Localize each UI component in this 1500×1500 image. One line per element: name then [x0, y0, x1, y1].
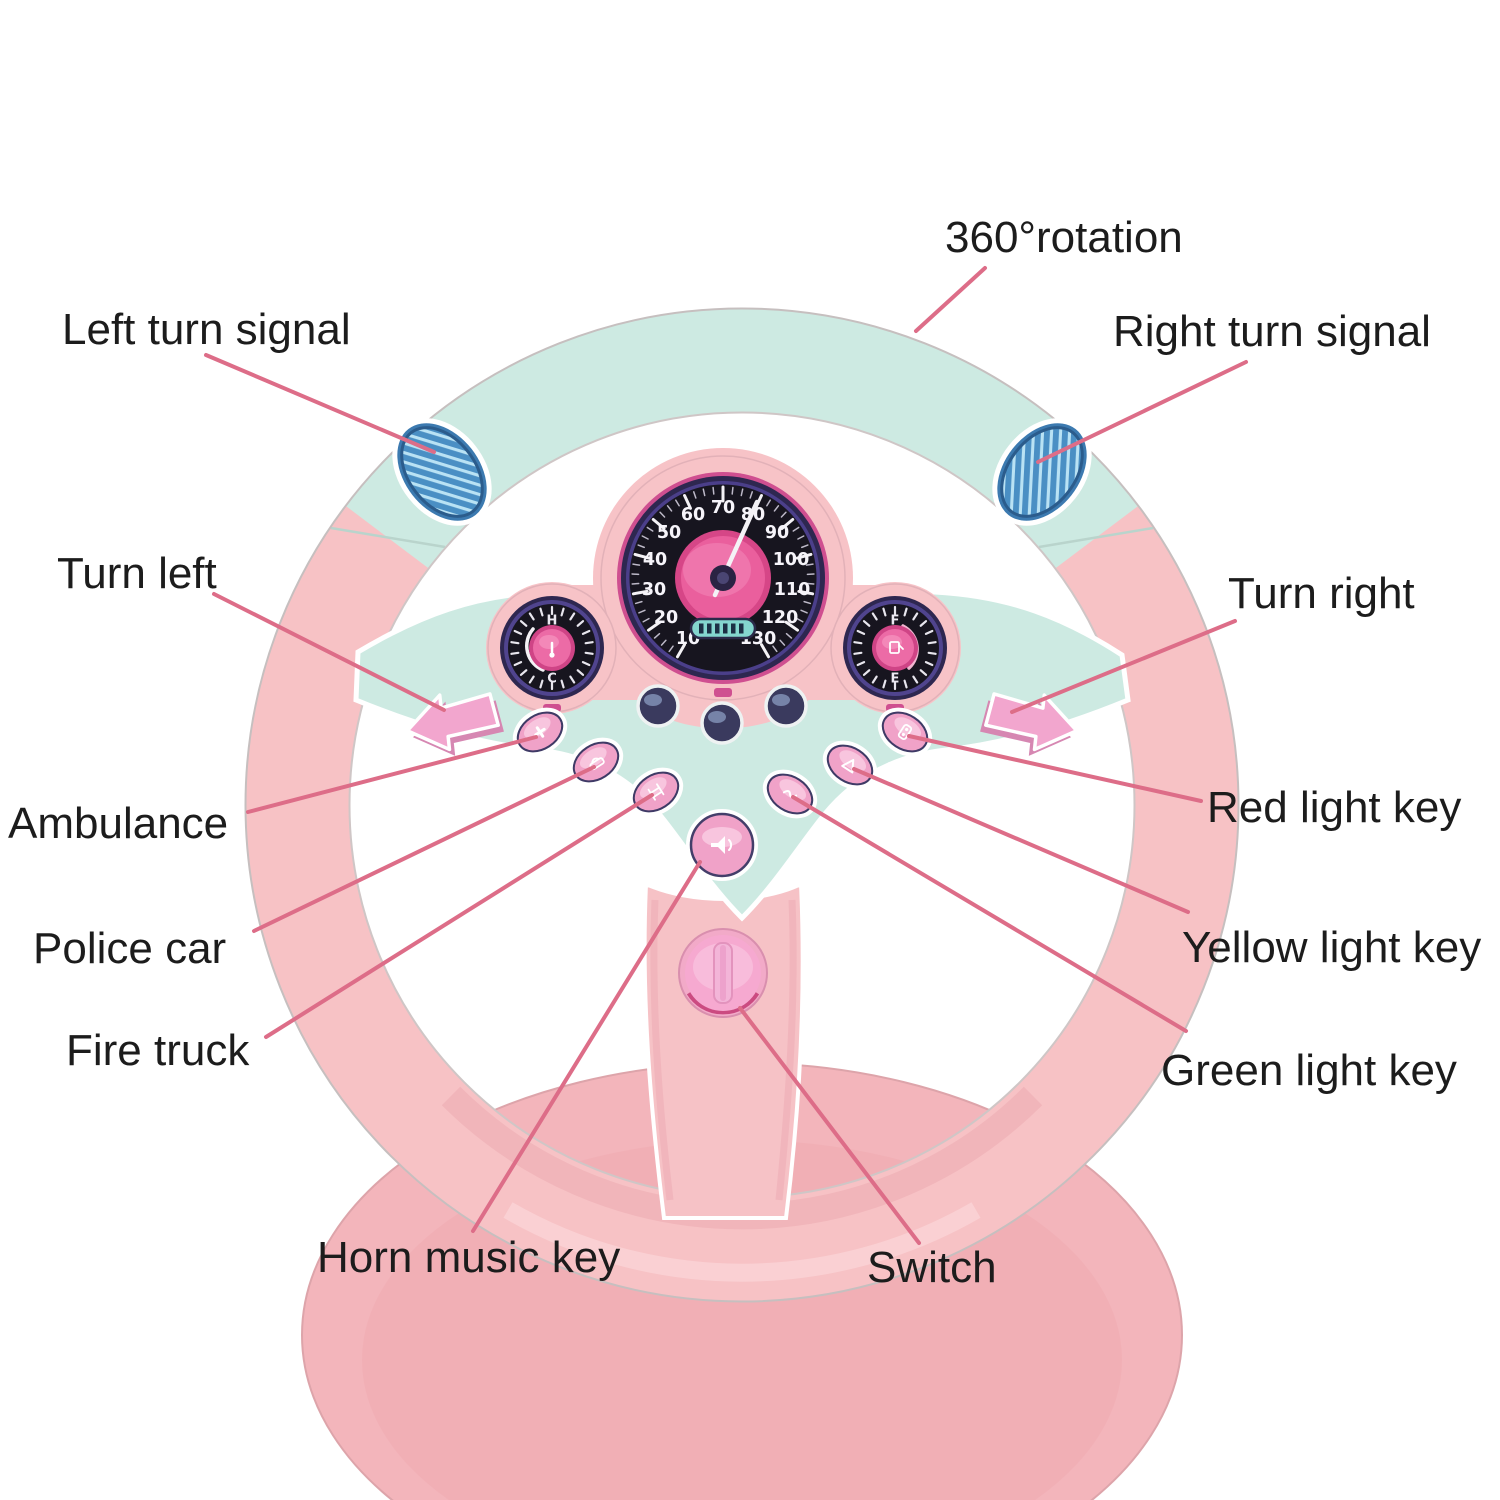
temp-hot-letter: H [547, 614, 558, 629]
temperature-gauge: H C [487, 583, 617, 713]
fuel-gauge-ticks [853, 605, 937, 691]
switch-knob [678, 928, 768, 1018]
speed-tick-label: 30 [642, 580, 666, 600]
label-horn-music-key: Horn music key [317, 1233, 620, 1282]
leader-turn-right [1010, 619, 1237, 714]
leader-yellow-light [852, 767, 1190, 914]
led-light [764, 684, 808, 728]
led-light [636, 684, 680, 728]
red-light-button [877, 707, 933, 757]
warning-triangle-icon [841, 758, 855, 774]
temperature-needle [525, 627, 545, 672]
yellow-light-button [822, 740, 878, 790]
label-switch: Switch [867, 1243, 997, 1292]
leader-ambulance [246, 735, 538, 814]
speed-tick-label: 60 [681, 505, 705, 525]
fuel-empty-letter: E [891, 672, 900, 687]
horn-icon [711, 836, 733, 854]
leader-rotation [914, 266, 987, 333]
label-police-car: Police car [33, 924, 226, 973]
speed-tick-label: 120 [762, 608, 799, 628]
callout-labels: 360°rotation Left turn signal Right turn… [8, 213, 1481, 1292]
label-turn-left: Turn left [57, 549, 217, 598]
label-right-turn-signal: Right turn signal [1113, 307, 1431, 356]
leader-fire-truck [264, 793, 654, 1039]
leader-police-car [252, 765, 596, 933]
speed-tick-label: 90 [765, 523, 789, 543]
speed-tick-label: 20 [654, 608, 678, 628]
label-green-light-key: Green light key [1161, 1046, 1457, 1095]
label-turn-right: Turn right [1228, 569, 1415, 618]
speed-tick-label: 50 [657, 523, 681, 543]
speed-tick-label: 70 [711, 498, 735, 518]
fuel-full-letter: F [891, 614, 900, 629]
label-left-turn-signal: Left turn signal [62, 305, 351, 354]
speed-tick-label: 100 [773, 550, 810, 570]
leader-left-turn-signal [204, 353, 436, 454]
temp-cold-letter: C [547, 672, 557, 687]
leader-red-light [907, 734, 1203, 803]
turn-left-arrow [405, 692, 504, 756]
speedometer-ticks [631, 485, 815, 659]
leader-turn-left [212, 592, 446, 712]
label-rotation: 360°rotation [945, 213, 1183, 262]
horn-button [686, 809, 758, 881]
leader-horn [471, 860, 702, 1233]
ambulance-button [512, 707, 568, 757]
label-ambulance: Ambulance [8, 799, 228, 848]
odometer-display [689, 617, 757, 640]
speed-tick-label: 40 [643, 550, 667, 570]
speed-tick-label: 110 [774, 580, 811, 600]
label-yellow-light-key: Yellow light key [1182, 923, 1481, 972]
leader-lines [204, 266, 1248, 1245]
fuel-gauge: F E [830, 583, 960, 713]
label-red-light-key: Red light key [1207, 783, 1461, 832]
led-indicators [636, 684, 808, 745]
leader-green-light [791, 795, 1188, 1033]
leader-right-turn-signal [1036, 360, 1248, 464]
speedometer: 10 20 30 40 50 60 70 80 90 100 110 120 1… [600, 455, 846, 701]
label-fire-truck: Fire truck [66, 1026, 250, 1075]
led-light [700, 701, 744, 745]
leader-switch [738, 1006, 921, 1245]
temperature-gauge-ticks [510, 605, 594, 691]
ambulance-icon [534, 726, 546, 738]
